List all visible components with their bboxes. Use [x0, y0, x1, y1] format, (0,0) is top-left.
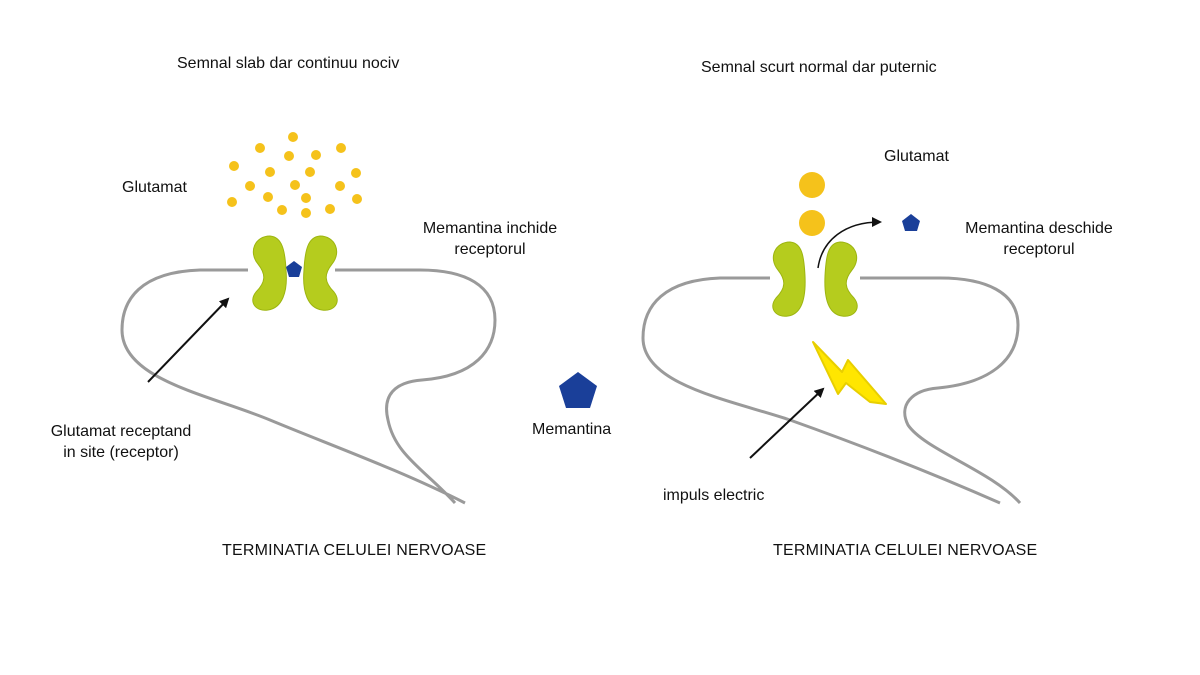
electric-impulse-label: impuls electric — [663, 487, 765, 504]
left-nerve-terminal-membrane — [120, 268, 497, 505]
left-glutamate-dots — [227, 132, 362, 218]
memantine-opens-line-1: Memantina deschide — [965, 220, 1113, 237]
right-panel-title: Semnal scurt normal dar puternic — [701, 59, 937, 76]
receptor-label-line-1: Glutamat receptand — [50, 423, 192, 440]
glutamate-dot — [311, 150, 321, 160]
center-memantine-pentagon — [559, 372, 597, 408]
impulse-pointer-arrow — [749, 387, 825, 459]
glutamate-dot — [229, 161, 239, 171]
glutamate-dot — [352, 194, 362, 204]
memantine-opens-receptor-label: Memantina deschide receptorul — [944, 218, 1134, 260]
left-glutamate-label: Glutamat — [122, 179, 187, 196]
left-receptor-right-half — [303, 235, 338, 311]
right-glutamate-dot-top — [799, 172, 825, 198]
glutamate-dot — [277, 205, 287, 215]
glutamate-receptor-site-label: Glutamat receptand in site (receptor) — [36, 421, 206, 463]
left-panel-title: Semnal slab dar continuu nociv — [177, 55, 400, 72]
glutamate-dot — [335, 181, 345, 191]
lightning-bolt-icon — [812, 341, 887, 405]
receptor-label-line-2: in site (receptor) — [63, 444, 179, 461]
glutamate-dot — [301, 208, 311, 218]
glutamate-dot — [263, 192, 273, 202]
right-receptor-right-half — [824, 241, 858, 317]
memantine-closes-line-2: receptorul — [454, 241, 526, 258]
memantine-closes-line-1: Memantina inchide — [422, 220, 558, 237]
memantine-closes-receptor-label: Memantina inchide receptorul — [410, 218, 570, 260]
glutamate-dot — [265, 167, 275, 177]
glutamate-dot — [245, 181, 255, 191]
glutamate-dot — [255, 143, 265, 153]
glutamate-dot — [336, 143, 346, 153]
memantine-exit-arrow — [817, 217, 882, 269]
glutamate-dot — [227, 197, 237, 207]
glutamate-dot — [351, 168, 361, 178]
receptor-pointer-arrow — [147, 297, 230, 383]
left-receptor-left-half — [252, 235, 287, 311]
glutamate-dot — [290, 180, 300, 190]
right-nerve-terminal-membrane — [641, 276, 1022, 505]
right-memantine-pentagon — [902, 214, 920, 231]
right-glutamate-dot-bottom — [799, 210, 825, 236]
glutamate-dot — [325, 204, 335, 214]
right-cell-caption: TERMINATIA CELULEI NERVOASE — [773, 542, 1038, 559]
glutamate-dot — [288, 132, 298, 142]
right-glutamate-label: Glutamat — [884, 148, 949, 165]
memantine-opens-line-2: receptorul — [1003, 241, 1075, 258]
right-receptor-left-half — [772, 241, 806, 317]
glutamate-dot — [301, 193, 311, 203]
glutamate-dot — [305, 167, 315, 177]
memantine-label: Memantina — [532, 421, 612, 438]
glutamate-dot — [284, 151, 294, 161]
left-cell-caption: TERMINATIA CELULEI NERVOASE — [222, 542, 487, 559]
left-memantine-pentagon — [286, 261, 302, 277]
